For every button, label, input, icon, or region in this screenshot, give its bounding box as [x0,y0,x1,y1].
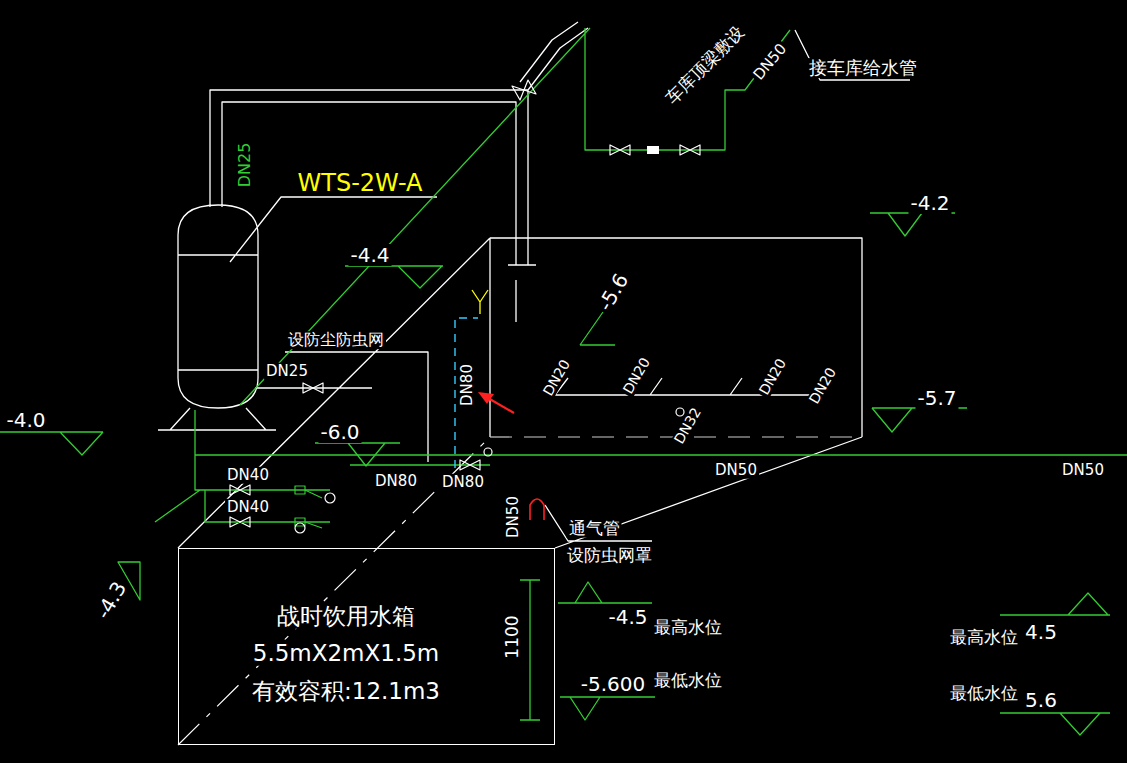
white-lines [158,22,910,548]
fitting-circle [325,493,335,503]
drawing-label: DN25 [236,141,254,190]
drawing-label: DN80 [440,474,486,491]
drawing-label: 设防尘防虫网 [286,331,386,349]
drawing-label: 设防虫网罩 [565,546,654,565]
drawing-label: DN50 [713,462,759,479]
drawing-label: 最高水位 [652,618,724,637]
vent-symbol [530,499,544,520]
drawing-label: WTS-2W-A [296,170,425,196]
drawing-label: -4.3 [91,576,132,624]
drawing-label: 接车库给水管 [807,58,919,78]
pipe-lines [0,22,1127,745]
drawing-label: DN25 [264,363,310,380]
drawing-label: -4.5 [606,606,649,628]
drawing-label: 4.5 [1023,621,1059,643]
drawing-label: 车库顶梁敷设 [661,21,749,109]
valve-symbols [230,80,700,527]
cyan-overflow-pipe [455,318,478,468]
drawing-label: DN50 [1060,462,1106,479]
green-pipes [155,28,1127,720]
drawing-label: DN20 [756,354,791,399]
drawing-label: DN20 [540,355,575,400]
water-tank-box: 战时饮用水箱 5.5mX2mX1.5m 有效容积:12.1m3 [178,548,555,745]
drawing-label: 最高水位 [948,628,1020,647]
red-arrow [488,398,514,413]
drawing-label: -5.7 [915,387,958,409]
fitting-circle [295,523,305,533]
drawing-label: 5.6 [1023,689,1059,711]
drawing-label: -4.2 [908,192,951,214]
tank-text: 5.5mX2mX1.5m [250,640,443,666]
tank-text: 战时饮用水箱 [274,603,418,629]
drawing-label: 最低水位 [948,684,1020,703]
drawing-label: DN50 [749,39,791,85]
funnel-symbol [472,290,488,314]
drawing-label: -5.600 [579,673,647,695]
drawing-label: -5.6 [593,268,634,316]
drawing-label: 通气管 [567,519,622,538]
drawing-label: DN40 [225,499,271,516]
drawing-label: -4.4 [348,244,391,266]
fittings [295,486,322,528]
fitting-circle [484,448,492,456]
strainer-symbol [647,146,659,154]
drawing-label: DN80 [373,473,419,490]
dashed-edge [178,437,490,745]
drawing-label: 1100 [503,613,522,660]
drawing-label: 最低水位 [652,671,724,690]
drawing-label: DN80 [459,362,476,408]
drawing-label: DN50 [505,494,522,540]
drawing-label: DN40 [225,467,271,484]
drawing-label: DN20 [806,363,841,408]
drawing-label: -6.0 [318,421,361,443]
tank-text: 有效容积:12.1m3 [249,678,443,704]
drawing-label: DN20 [620,353,655,398]
elevation-marks [0,213,1110,735]
red-arrowhead [478,392,494,404]
fitting-circle [676,408,684,416]
drawing-label: -4.0 [4,409,47,431]
